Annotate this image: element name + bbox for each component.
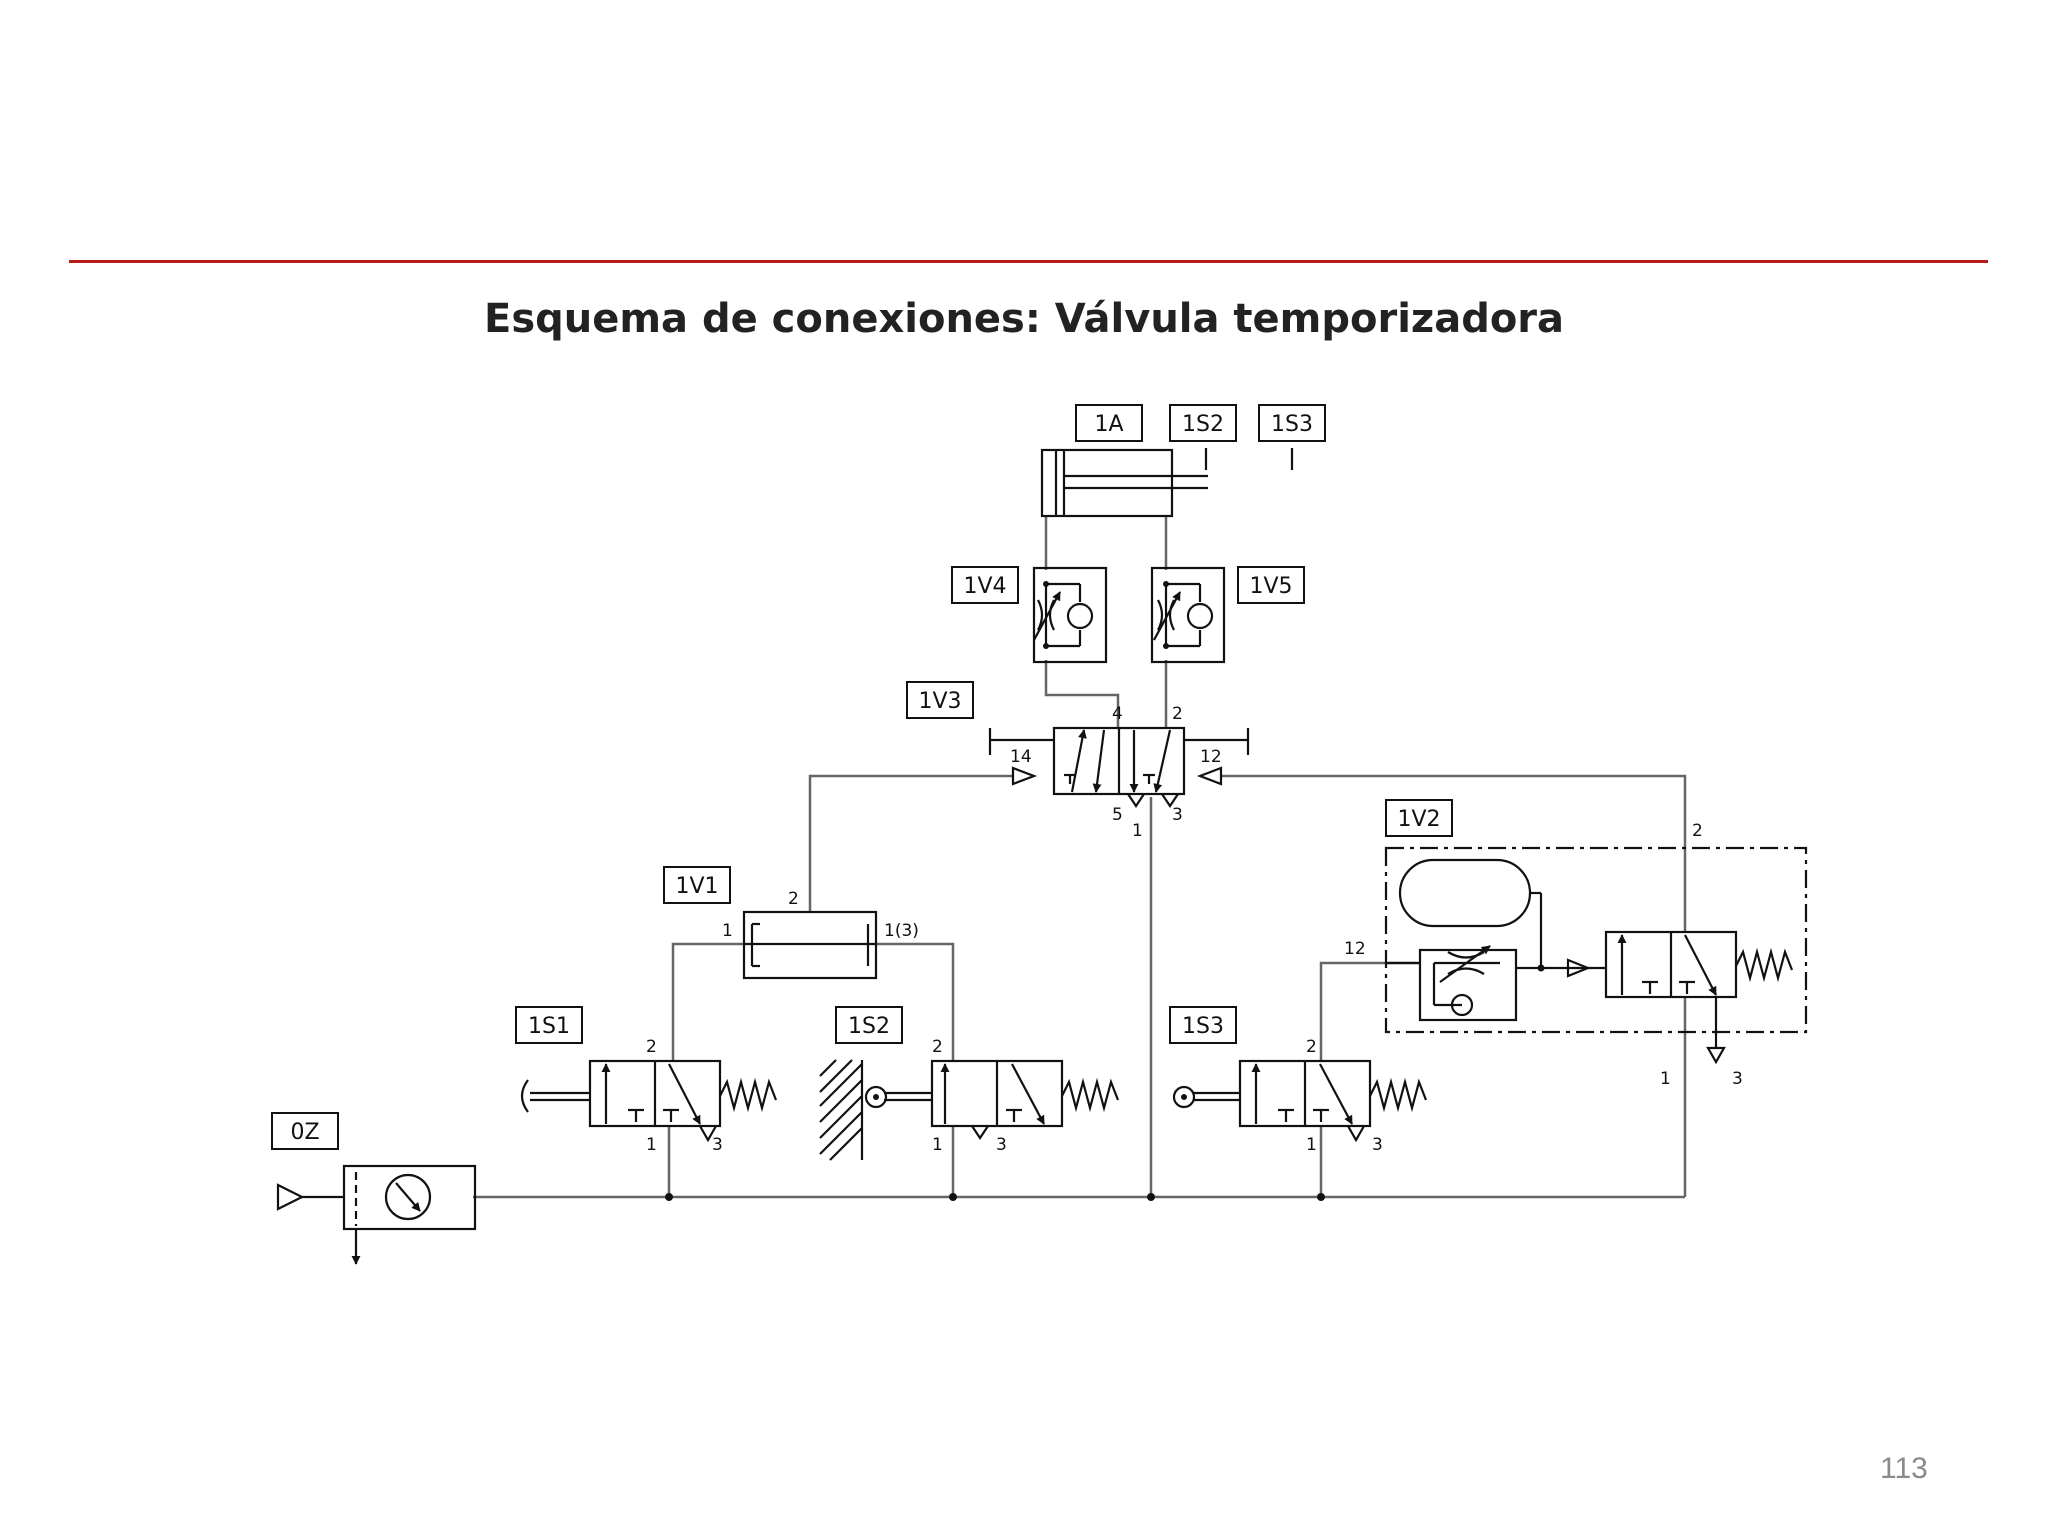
- valve-1s3: [1172, 1059, 1428, 1143]
- pipe-1v1-to-1v3-14: [808, 774, 1013, 912]
- label-1a: 1A: [1094, 412, 1123, 437]
- header-rule: [69, 260, 1988, 263]
- port-1s2-2: 2: [932, 1037, 943, 1057]
- label-1v2: 1V2: [1397, 807, 1440, 832]
- valve-1s1: [520, 1059, 778, 1143]
- shuttle-valve-1v1: [742, 910, 878, 980]
- port-1v2-1: 1: [1660, 1069, 1671, 1089]
- pipe-1v2-to-1v3-12: [1220, 774, 1687, 932]
- pipe-1s2-to-1v1: [876, 942, 955, 1061]
- label-1s3-tag: 1S3: [1271, 412, 1313, 437]
- page-title: Esquema de conexiones: Válvula temporiza…: [484, 296, 1565, 342]
- pipe-network: [473, 516, 1687, 1199]
- label-1s2: 1S2: [848, 1014, 890, 1039]
- port-1s3-1: 1: [1306, 1135, 1317, 1155]
- service-unit-0z: [276, 1164, 477, 1265]
- port-1s1-3: 3: [712, 1135, 723, 1155]
- label-1v4: 1V4: [963, 574, 1006, 599]
- port-1v3-4: 4: [1112, 704, 1123, 724]
- flow-control-1v4: [1032, 566, 1108, 664]
- cylinder-1a: [1040, 448, 1208, 518]
- pipe-1s1-to-1v1: [671, 942, 744, 1061]
- port-1v1-1: 1: [722, 921, 733, 941]
- pipe-1s3-to-1v2: [1319, 961, 1420, 1061]
- valve-1v3: [988, 726, 1250, 808]
- port-1v3-5: 5: [1112, 805, 1123, 825]
- junction-dots: [665, 1193, 1325, 1201]
- pipe-1v4-to-1v3: [1044, 660, 1120, 728]
- port-1v2-2: 2: [1692, 821, 1703, 841]
- port-1v3-1: 1: [1132, 821, 1143, 841]
- port-1v3-14: 14: [1010, 747, 1032, 767]
- port-1v1-13: 1(3): [884, 921, 919, 941]
- label-1s1: 1S1: [528, 1014, 570, 1039]
- label-1s3: 1S3: [1182, 1014, 1224, 1039]
- port-1s1-1: 1: [646, 1135, 657, 1155]
- label-1v3: 1V3: [918, 689, 961, 714]
- port-1v1-2: 2: [788, 889, 799, 909]
- valve-1s2: [819, 1059, 1120, 1161]
- time-delay-valve-1v2: [1384, 846, 1808, 1065]
- port-1v2-12: 12: [1344, 939, 1366, 959]
- port-1s2-1: 1: [932, 1135, 943, 1155]
- port-1v3-2: 2: [1172, 704, 1183, 724]
- page-number: 113: [1880, 1452, 1928, 1485]
- port-1v2-3: 3: [1732, 1069, 1743, 1089]
- flow-control-1v5: [1150, 566, 1226, 664]
- port-1v3-3: 3: [1172, 805, 1183, 825]
- port-1s3-2: 2: [1306, 1037, 1317, 1057]
- port-1s3-3: 3: [1372, 1135, 1383, 1155]
- port-1v3-12: 12: [1200, 747, 1222, 767]
- port-1s1-2: 2: [646, 1037, 657, 1057]
- label-1s2-tag: 1S2: [1182, 412, 1224, 437]
- label-1v5: 1V5: [1249, 574, 1292, 599]
- label-1v1: 1V1: [675, 874, 718, 899]
- port-1s2-3: 3: [996, 1135, 1007, 1155]
- label-0z: 0Z: [290, 1120, 319, 1145]
